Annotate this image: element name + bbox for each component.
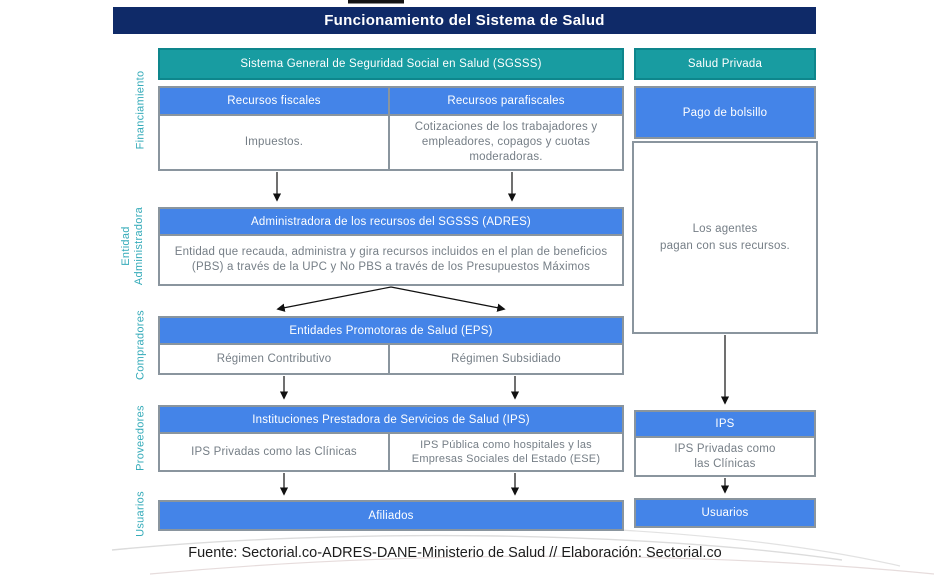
regimen-subsidiado-box: Régimen Subsidiado [388, 343, 624, 375]
adres-header-box: Administradora de los recursos del SGSSS… [158, 207, 624, 236]
row-label-compradores: Compradores [134, 310, 147, 380]
agentes-pagan-box: Los agentes pagan con sus recursos. [632, 141, 818, 334]
private-ips-privadas-box: IPS Privadas como las Clínicas [634, 436, 816, 477]
ips-header-box: Instituciones Prestadora de Servicios de… [158, 405, 624, 434]
impuestos-box: Impuestos. [158, 114, 390, 171]
arrow-adres-to-eps-right [390, 286, 506, 312]
pago-de-bolsillo-box: Pago de bolsillo [634, 86, 816, 139]
source-footer: Fuente: Sectorial.co-ADRES-DANE-Minister… [188, 545, 722, 561]
arrow-adres-to-eps-left [276, 286, 392, 312]
ips-publica-box: IPS Pública como hospitales y las Empres… [388, 432, 624, 472]
private-ips-header-box: IPS [634, 410, 816, 438]
top-edge-mark [348, 0, 404, 4]
adres-description-box: Entidad que recauda, administra y gira r… [158, 234, 624, 286]
row-label-proveedores: Proveedores [134, 405, 147, 471]
recursos-parafiscales-box: Recursos parafiscales [388, 86, 624, 116]
regimen-contributivo-box: Régimen Contributivo [158, 343, 390, 375]
ips-privadas-box: IPS Privadas como las Clínicas [158, 432, 390, 472]
page-title: Funcionamiento del Sistema de Salud [113, 7, 816, 34]
usuarios-box: Usuarios [634, 498, 816, 528]
cotizaciones-box: Cotizaciones de los trabajadores y emple… [388, 114, 624, 171]
recursos-fiscales-box: Recursos fiscales [158, 86, 390, 116]
row-label-entidad-administradora: Entidad Administradora [120, 206, 145, 286]
sgsss-header-box: Sistema General de Seguridad Social en S… [158, 48, 624, 80]
afiliados-box: Afiliados [158, 500, 624, 531]
salud-privada-header-box: Salud Privada [634, 48, 816, 80]
eps-header-box: Entidades Promotoras de Salud (EPS) [158, 316, 624, 345]
row-label-usuarios: Usuarios [134, 491, 147, 537]
row-label-financiamiento: Financiamiento [134, 70, 147, 150]
